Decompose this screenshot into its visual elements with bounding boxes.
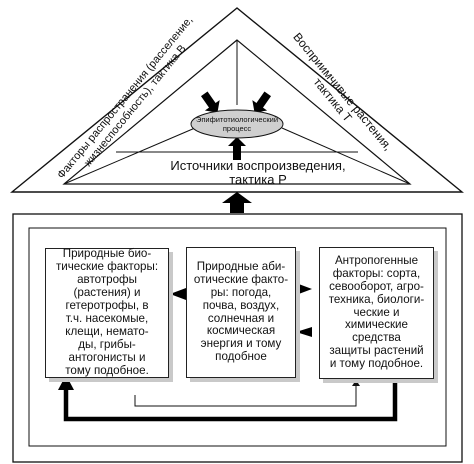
factors-panel-inner — [28, 227, 447, 447]
thin-connector-arrowhead — [352, 380, 360, 386]
box-abiotic-factors: Природные аби- отические факто- ры: пого… — [186, 247, 296, 378]
bottom-label-line1: Источники воспроизведения, — [170, 158, 345, 173]
process-label-line1: Эпифитотиологический — [196, 115, 278, 124]
arrow-bottom-to-process — [228, 137, 246, 160]
bottom-label-line2: тактика Р — [229, 172, 287, 187]
feedback-arrow-path — [63, 380, 398, 422]
line-left-to-process — [63, 127, 196, 185]
box-biotic-factors: Природные био- тические факторы: автотро… — [45, 248, 169, 378]
arrow-top-right-to-process — [252, 91, 272, 113]
process-ellipse — [190, 109, 284, 139]
process-label-line2: процесс — [223, 124, 252, 133]
arrow-panel-to-triangle — [222, 192, 252, 213]
arrow-top-left-to-process — [200, 91, 220, 113]
arrow-abiotic-to-biotic — [170, 288, 186, 300]
box-anthropogenic-factors: Антропогенные факторы: сорта, севооборот… — [319, 247, 434, 379]
arrow-anthropogenic-to-abiotic — [296, 327, 312, 337]
arrow-abiotic-to-anthropogenic — [296, 283, 312, 295]
feedback-arrowhead — [58, 375, 74, 390]
line-right-to-process — [281, 127, 411, 185]
thin-connector — [134, 383, 357, 407]
